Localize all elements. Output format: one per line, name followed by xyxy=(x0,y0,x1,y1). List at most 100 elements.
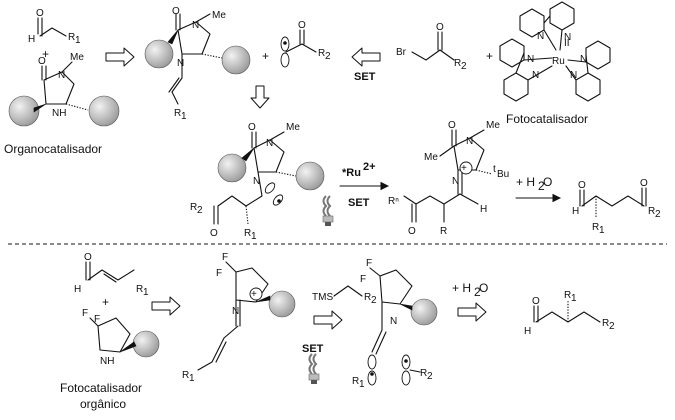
fin-h: H xyxy=(524,326,531,337)
prod-o1: O xyxy=(578,180,586,191)
open-arrow-4 xyxy=(313,310,343,330)
im-o2: O xyxy=(408,226,416,237)
imb-f2: F xyxy=(216,268,222,279)
dicarbonyl-product: O O H R 1 R 2 xyxy=(572,178,661,236)
aldehyde-h: H xyxy=(28,34,35,45)
add-r2: R xyxy=(190,202,197,213)
plus-1: + xyxy=(42,47,49,61)
set-label-1: SET xyxy=(354,71,376,83)
enam-r1: R xyxy=(174,108,181,119)
cat-f1: F xyxy=(82,308,88,319)
imb-n: N xyxy=(232,306,239,317)
open-arrow-down xyxy=(250,85,270,109)
add-o2: O xyxy=(210,228,218,239)
open-arrow-1 xyxy=(105,47,135,67)
imb-r1: R xyxy=(182,370,189,381)
aldehyde-o: O xyxy=(36,8,44,19)
prod-o2: O xyxy=(640,178,648,189)
im-tbu: Bu xyxy=(497,169,509,180)
iminium-bottom: + F F N R 1 xyxy=(182,252,296,384)
add-r1-sub: 1 xyxy=(251,231,257,242)
rad-r2-sub: 2 xyxy=(325,51,331,62)
bk-r2-sub: 2 xyxy=(461,61,467,72)
aldehyde-r1-sub: 1 xyxy=(75,35,81,46)
sphere-2 xyxy=(88,95,120,127)
light-bulb-icon-2 xyxy=(308,353,320,384)
ru-excited: *Ru xyxy=(342,167,361,179)
rp-r2: R xyxy=(420,368,427,379)
enal-h: H xyxy=(74,284,81,295)
fin-r1-sub: 1 xyxy=(571,293,577,304)
ru-ox: II xyxy=(564,38,570,49)
rp-r1: R xyxy=(352,376,359,387)
tms-reagent: TMS R 2 xyxy=(312,285,377,306)
br: Br xyxy=(396,47,407,58)
rp-n: N xyxy=(390,316,397,327)
ru-bpy-photocatalyst: Ru II N N N N N N Fotocatalisador xyxy=(499,1,611,126)
add-me: Me xyxy=(286,122,300,133)
prod-h: H xyxy=(572,206,579,217)
rp-f1: F xyxy=(366,258,372,269)
enal: O H R 1 + xyxy=(74,252,149,309)
enal-r1: R xyxy=(136,284,143,295)
final-aldehyde-product: O H R 1 R 2 xyxy=(524,290,615,337)
add-o: O xyxy=(248,122,256,133)
light-bulb-icon xyxy=(322,195,334,226)
difluoropyrrolidine-catalyst: F F NH Fotocatalisador orgânico xyxy=(60,308,160,411)
ru-excited-charge: 2+ xyxy=(363,161,376,173)
add-r1: R xyxy=(244,228,251,239)
water-1-sub: 2 xyxy=(538,179,545,193)
fin-r2: R xyxy=(602,318,609,329)
im-o: O xyxy=(448,120,456,131)
org-o: O xyxy=(38,56,46,67)
enam-n1: N xyxy=(192,20,199,31)
aldehyde-r1: R xyxy=(68,32,75,43)
enam-r1-sub: 1 xyxy=(181,111,187,122)
im-n2: N xyxy=(452,176,459,187)
alpha-carbonyl-radical: O R 2 xyxy=(280,20,331,68)
enamine-radical-pair: F F N R 1 R 2 xyxy=(352,258,438,390)
enal-o: O xyxy=(84,252,92,263)
cat-f2: F xyxy=(94,314,100,325)
im-r: R xyxy=(440,226,447,237)
tms-r2-sub: 2 xyxy=(371,295,377,306)
add-n1: N xyxy=(266,138,273,149)
enam-me: Me xyxy=(212,10,226,21)
im-plus: + xyxy=(461,163,467,174)
tms-r2: R xyxy=(364,292,371,303)
caption-photocatalyst: Fotocatalisador xyxy=(506,112,588,126)
tms: TMS xyxy=(312,292,333,303)
bromo-ketone: Br O R 2 xyxy=(396,22,467,72)
prod-r2: R xyxy=(648,206,655,217)
sphere-1 xyxy=(8,95,40,127)
radical-adduct: O N Me N R 2 O R 1 xyxy=(190,122,325,242)
ru-n1: N xyxy=(537,31,544,42)
fin-r1: R xyxy=(564,290,571,301)
ru-n3: N xyxy=(527,54,534,65)
add-r2-sub: 2 xyxy=(197,205,203,216)
imb-f1: F xyxy=(222,252,228,263)
organocatalyst-structure: O N Me NH Organocatalisador xyxy=(4,52,120,156)
ru-n2: N xyxy=(564,32,571,43)
sphere-9 xyxy=(410,298,438,326)
bk-o: O xyxy=(436,22,444,33)
enam-n2: N xyxy=(177,58,184,69)
add-n2: N xyxy=(253,176,260,187)
set-label-2: SET xyxy=(348,197,370,209)
plus-2: + xyxy=(262,49,269,63)
open-arrow-2 xyxy=(351,47,381,67)
im-h: H xyxy=(480,204,487,215)
im-tbu-prefix: t xyxy=(493,164,496,175)
prod-r1: R xyxy=(592,222,599,233)
org-me: Me xyxy=(70,52,84,63)
enal-r1-sub: 1 xyxy=(143,287,149,298)
rp-f2: F xyxy=(360,274,366,285)
caption-organocatalyst: Organocatalisador xyxy=(4,142,102,156)
sphere-7 xyxy=(132,330,160,358)
prod-r2-sub: 2 xyxy=(655,209,661,220)
im-me2: Me xyxy=(424,152,438,163)
enam-o: O xyxy=(172,6,180,17)
plus-4: + xyxy=(102,295,109,309)
water-1-o: O xyxy=(543,175,552,189)
